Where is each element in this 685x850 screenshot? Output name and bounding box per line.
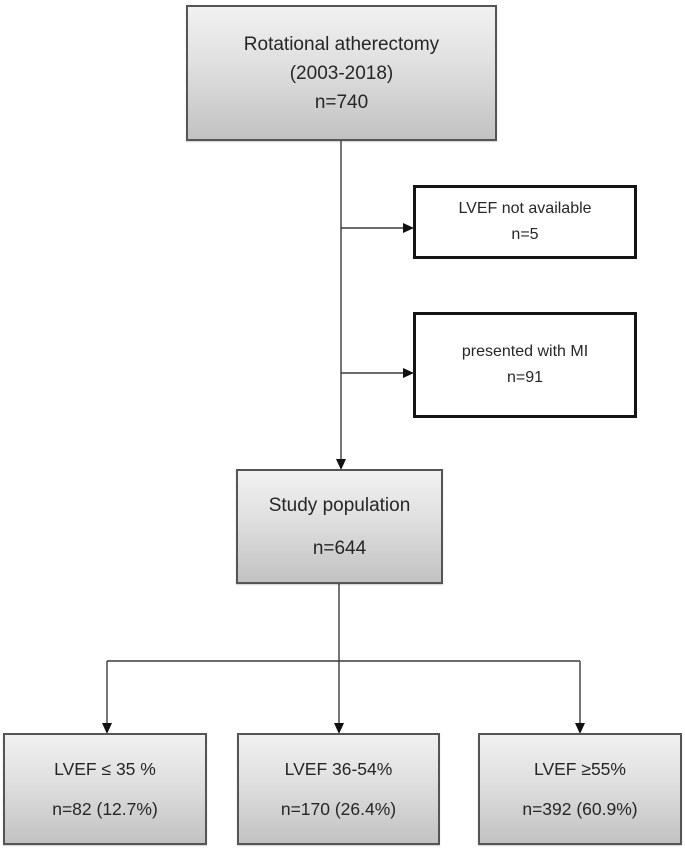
node-title: Rotational atherectomy	[243, 33, 440, 55]
node-count: n=91	[506, 369, 544, 386]
node-rotational-atherectomy: Rotational atherectomy (2003-2018) n=740	[186, 5, 497, 141]
node-study-population: Study population n=644	[236, 469, 443, 584]
node-count: n=5	[511, 226, 539, 243]
node-title: LVEF 36-54%	[284, 759, 393, 779]
node-lvef-36-54: LVEF 36-54% n=170 (26.4%)	[237, 733, 440, 845]
node-title: LVEF not available	[458, 200, 592, 217]
node-count: n=392 (60.9%)	[522, 799, 638, 819]
node-lvef-ge-55: LVEF ≥55% n=392 (60.9%)	[478, 733, 682, 845]
node-count: n=644	[312, 537, 367, 559]
node-count: n=170 (26.4%)	[280, 799, 397, 819]
node-years: (2003-2018)	[289, 62, 394, 84]
node-presented-with-mi: presented with MI n=91	[413, 312, 637, 418]
node-title: LVEF ≤ 35 %	[54, 759, 156, 779]
node-count: n=740	[314, 91, 369, 113]
node-lvef-le-35: LVEF ≤ 35 % n=82 (12.7%)	[3, 733, 207, 845]
node-title: Study population	[268, 494, 411, 516]
node-title: LVEF ≥55%	[534, 759, 626, 779]
node-count: n=82 (12.7%)	[52, 799, 158, 819]
node-title: presented with MI	[461, 343, 589, 360]
node-lvef-not-available: LVEF not available n=5	[413, 185, 637, 259]
